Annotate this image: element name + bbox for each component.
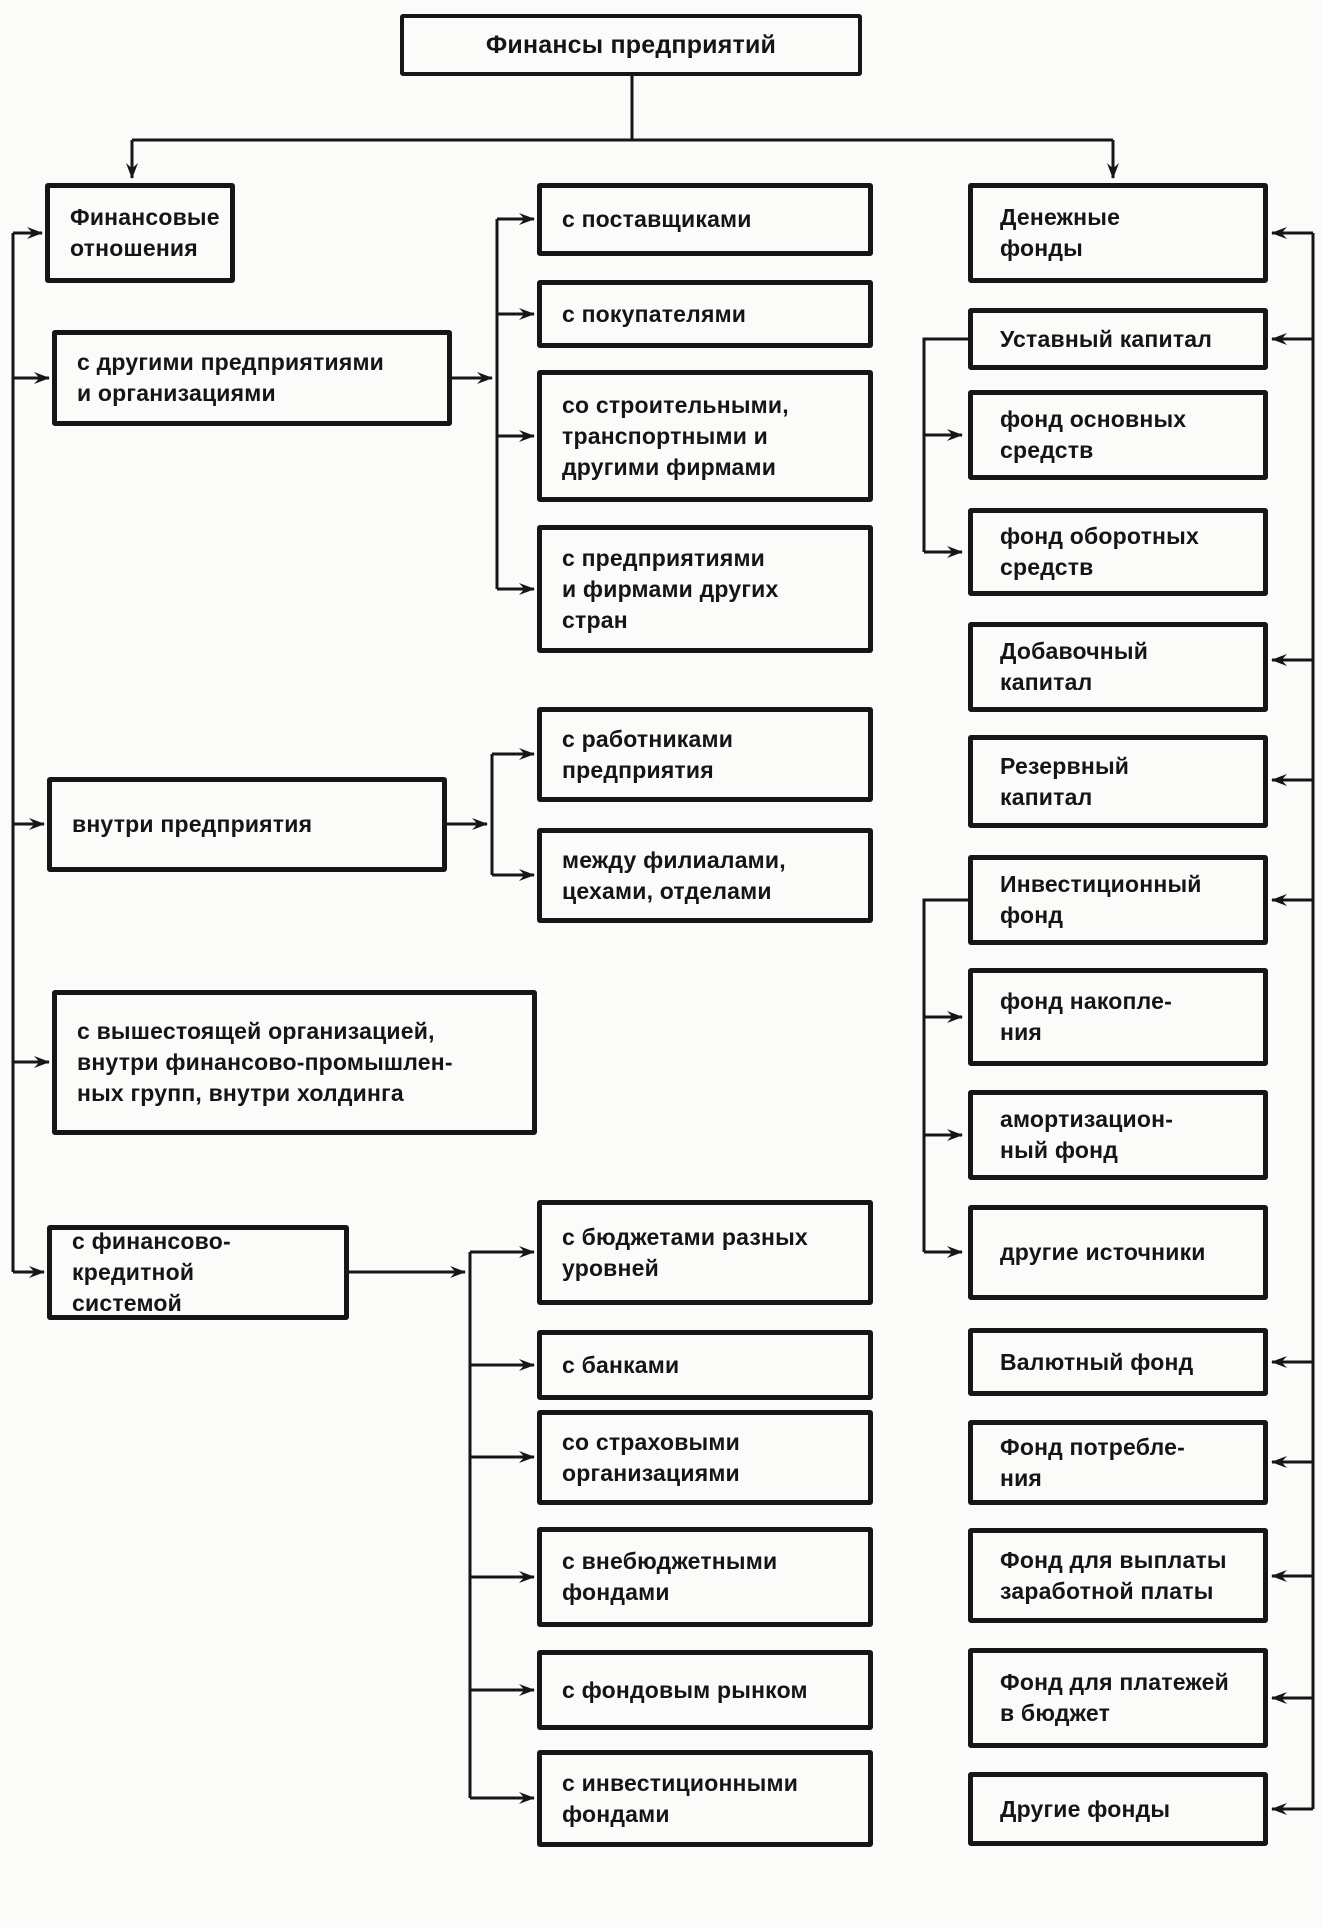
- node-enterprise-finances-title: Финансы предприятий: [400, 14, 862, 76]
- node-label: Финансовые отношения: [70, 204, 220, 261]
- node-label: другие источники: [1000, 1239, 1206, 1265]
- node-label: с другими предприятиями и организациями: [77, 349, 384, 406]
- node-amortization-fund: амортизацион- ный фонд: [968, 1090, 1268, 1180]
- node-working-capital-fund: фонд оборотных средств: [968, 508, 1268, 596]
- node-label: Фонд потребле- ния: [1000, 1433, 1185, 1491]
- node-with-investment-funds: с инвестиционными фондами: [537, 1750, 873, 1847]
- node-with-insurance-organizations: со страховыми организациями: [537, 1410, 873, 1505]
- node-with-construction-transport-firms: со строительными, транспортными и другим…: [537, 370, 873, 502]
- node-label: Фонд для выплаты заработной платы: [1000, 1546, 1227, 1604]
- node-other-sources: другие источники: [968, 1205, 1268, 1300]
- node-consumption-fund: Фонд потребле- ния: [968, 1420, 1268, 1505]
- node-label: со строительными, транспортными и другим…: [562, 391, 789, 480]
- node-label: Инвестиционный фонд: [1000, 871, 1202, 928]
- node-budget-payments-fund: Фонд для платежей в бюджет: [968, 1648, 1268, 1748]
- node-with-budgets: с бюджетами разных уровней: [537, 1200, 873, 1305]
- node-currency-fund: Валютный фонд: [968, 1328, 1268, 1396]
- node-with-banks: с банками: [537, 1330, 873, 1400]
- node-label: фонд накопле- ния: [1000, 988, 1172, 1045]
- node-label: с предприятиями и фирмами других стран: [562, 544, 779, 633]
- node-label: Фонд для платежей в бюджет: [1000, 1669, 1229, 1726]
- node-label: с покупателями: [562, 300, 747, 327]
- node-with-foreign-firms: с предприятиями и фирмами других стран: [537, 525, 873, 653]
- node-fixed-assets-fund: фонд основных средств: [968, 390, 1268, 480]
- node-monetary-funds: Денежные фонды: [968, 183, 1268, 283]
- node-label: с бюджетами разных уровней: [562, 1223, 808, 1281]
- node-label: фонд основных средств: [1000, 406, 1187, 463]
- node-label: Добавочный капитал: [1000, 638, 1149, 695]
- node-with-other-enterprises: с другими предприятиями и организациями: [52, 330, 452, 426]
- node-with-parent-organization: с вышестоящей организацией, внутри финан…: [52, 990, 537, 1135]
- node-financial-relations: Финансовые отношения: [45, 183, 235, 283]
- node-label: внутри предприятия: [72, 811, 313, 837]
- node-label: Резервный капитал: [1000, 752, 1130, 810]
- node-label: с инвестиционными фондами: [562, 1769, 799, 1827]
- node-with-suppliers: с поставщиками: [537, 183, 873, 256]
- node-other-funds: Другие фонды: [968, 1772, 1268, 1846]
- node-investment-fund: Инвестиционный фонд: [968, 855, 1268, 945]
- node-with-buyers: с покупателями: [537, 280, 873, 348]
- node-with-stock-market: с фондовым рынком: [537, 1650, 873, 1730]
- node-with-employees: с работниками предприятия: [537, 707, 873, 802]
- node-with-financial-credit-system: с финансово-кредитной системой: [47, 1225, 349, 1320]
- node-label: с фондовым рынком: [562, 1676, 808, 1703]
- node-charter-capital: Уставный капитал: [968, 308, 1268, 370]
- node-label: между филиалами, цехами, отделами: [562, 846, 786, 904]
- node-label: с внебюджетными фондами: [562, 1548, 778, 1605]
- node-label: с финансово-кредитной системой: [72, 1228, 231, 1316]
- node-label: Уставный капитал: [1000, 325, 1213, 352]
- node-within-enterprise: внутри предприятия: [47, 777, 447, 872]
- node-accumulation-fund: фонд накопле- ния: [968, 968, 1268, 1066]
- node-between-branches-shops-departments: между филиалами, цехами, отделами: [537, 828, 873, 923]
- node-label: с вышестоящей организацией, внутри финан…: [77, 1018, 453, 1106]
- node-with-extrabudgetary-funds: с внебюджетными фондами: [537, 1527, 873, 1627]
- node-label: с банками: [562, 1351, 680, 1378]
- node-wage-payment-fund: Фонд для выплаты заработной платы: [968, 1528, 1268, 1623]
- node-label: Валютный фонд: [1000, 1348, 1194, 1375]
- node-label: с работниками предприятия: [562, 725, 734, 783]
- node-reserve-capital: Резервный капитал: [968, 735, 1268, 828]
- node-label: Денежные фонды: [1000, 204, 1121, 261]
- node-label: со страховыми организациями: [562, 1428, 740, 1486]
- node-label: с поставщиками: [562, 206, 752, 232]
- node-additional-capital: Добавочный капитал: [968, 622, 1268, 712]
- node-label: фонд оборотных средств: [1000, 523, 1199, 580]
- node-label: амортизацион- ный фонд: [1000, 1106, 1174, 1163]
- node-label: Другие фонды: [1000, 1795, 1171, 1822]
- node-label: Финансы предприятий: [485, 30, 777, 59]
